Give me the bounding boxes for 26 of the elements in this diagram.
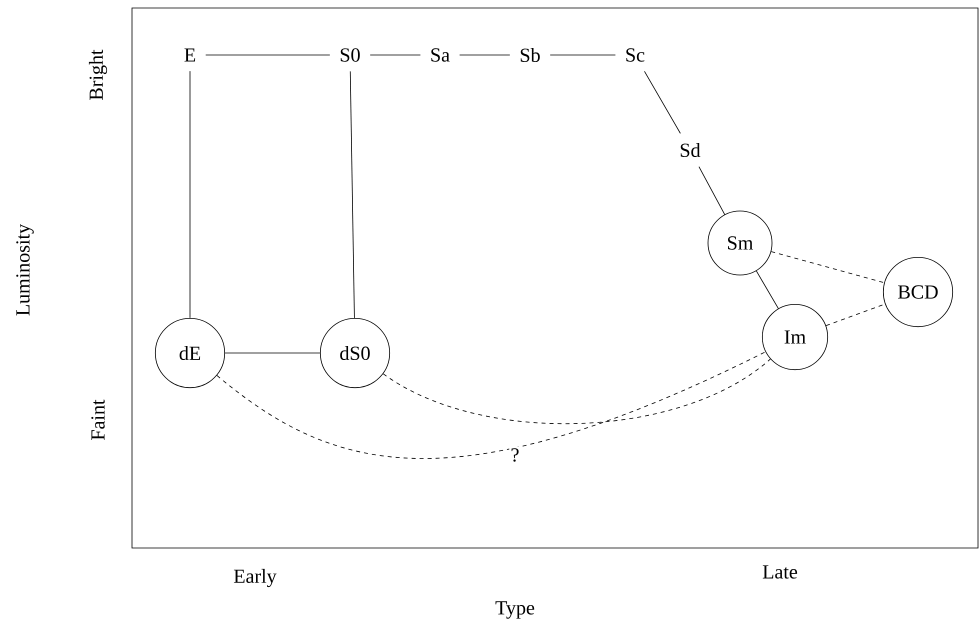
axis-label: Late bbox=[762, 565, 798, 579]
connector bbox=[644, 70, 681, 134]
connector bbox=[698, 166, 726, 215]
edge-label: ? bbox=[509, 446, 521, 464]
galaxy-type-label: Sb bbox=[520, 48, 540, 62]
axis-label: Faint bbox=[91, 400, 105, 440]
galaxy-type-label: Sc bbox=[626, 48, 644, 62]
dashed-connector bbox=[382, 358, 771, 424]
galaxy-type-label: Sd bbox=[680, 142, 700, 158]
galaxy-type-label: E bbox=[184, 48, 196, 62]
connector bbox=[205, 54, 330, 56]
dashed-connector bbox=[770, 251, 885, 284]
axis-label: Early bbox=[234, 568, 277, 588]
connector bbox=[550, 54, 616, 56]
dashed-connector bbox=[216, 351, 766, 459]
axis-title: Luminosity bbox=[16, 224, 34, 316]
connector bbox=[756, 270, 779, 309]
axis-label: Bright bbox=[88, 50, 108, 100]
galaxy-type-label: Sa bbox=[431, 48, 450, 62]
dashed-connector bbox=[826, 304, 886, 326]
axis-title: Type bbox=[496, 601, 534, 619]
connector bbox=[350, 70, 355, 318]
connector bbox=[224, 352, 320, 354]
connector bbox=[370, 54, 421, 56]
galaxy-type-label: S0 bbox=[340, 48, 360, 62]
connector bbox=[459, 54, 510, 56]
